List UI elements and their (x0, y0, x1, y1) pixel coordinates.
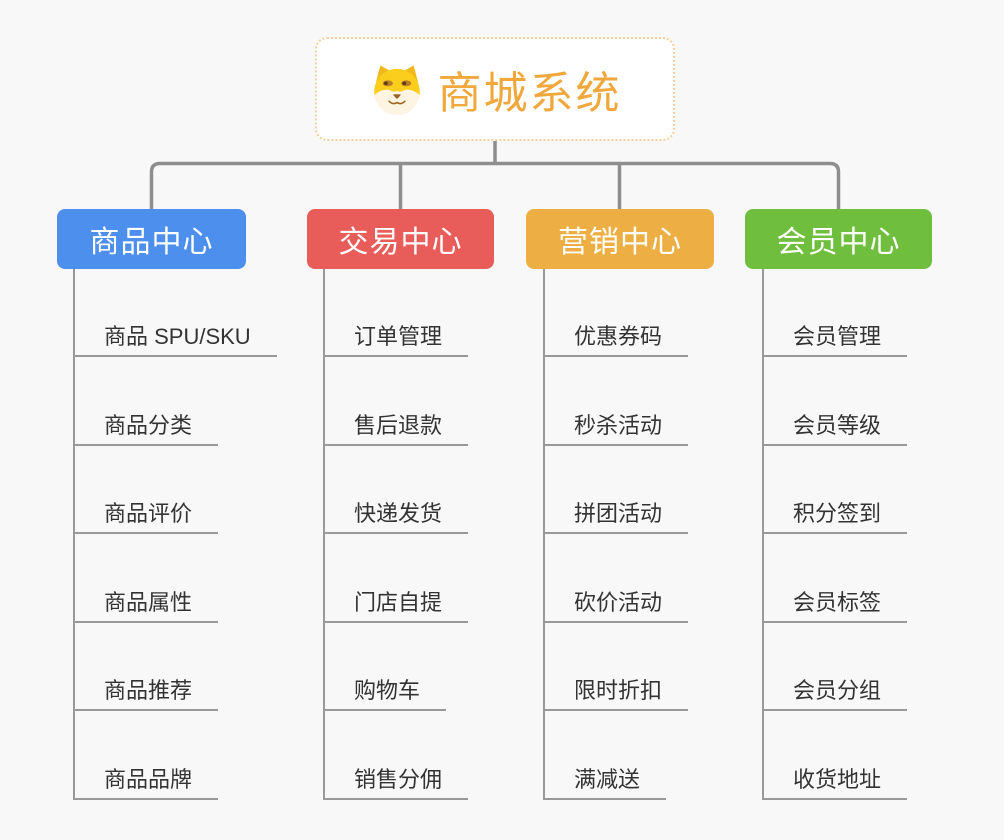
leaf-node[interactable]: 秒杀活动 (543, 408, 689, 446)
leaf-node[interactable]: 订单管理 (323, 319, 469, 357)
leaf-node[interactable]: 商品品牌 (73, 762, 219, 800)
leaf-node[interactable]: 商品属性 (73, 585, 219, 623)
root-title: 商城系统 (437, 69, 622, 118)
leaf-node[interactable]: 会员分组 (762, 673, 908, 711)
leaf-node[interactable]: 商品分类 (73, 408, 219, 446)
leaf-node[interactable]: 快递发货 (323, 496, 469, 534)
branch-header-trade-center[interactable]: 交易中心 (307, 209, 494, 269)
leaf-node[interactable]: 会员管理 (762, 319, 908, 357)
leaf-node[interactable]: 门店自提 (323, 585, 469, 623)
branch-header-marketing-center[interactable]: 营销中心 (526, 209, 714, 269)
leaf-node[interactable]: 销售分佣 (323, 762, 469, 800)
leaf-node[interactable]: 收货地址 (762, 762, 908, 800)
leaf-node[interactable]: 购物车 (323, 673, 447, 711)
branch-trunk-line (543, 269, 545, 800)
leaf-node[interactable]: 会员等级 (762, 408, 908, 446)
branch-header-product-center[interactable]: 商品中心 (57, 209, 246, 269)
leaf-node[interactable]: 售后退款 (323, 408, 469, 446)
root-node[interactable]: 商城系统 (315, 37, 675, 141)
leaf-node[interactable]: 商品推荐 (73, 673, 219, 711)
leaf-node[interactable]: 商品评价 (73, 496, 219, 534)
leaf-node[interactable]: 砍价活动 (543, 585, 689, 623)
leaf-node[interactable]: 会员标签 (762, 585, 908, 623)
dog-face-icon (369, 62, 425, 116)
leaf-node[interactable]: 满减送 (543, 762, 667, 800)
leaf-node[interactable]: 积分签到 (762, 496, 908, 534)
branch-trunk-line (323, 269, 325, 800)
leaf-node[interactable]: 限时折扣 (543, 673, 689, 711)
branch-trunk-line (73, 269, 75, 800)
leaf-node[interactable]: 优惠券码 (543, 319, 689, 357)
leaf-node[interactable]: 商品 SPU/SKU (73, 319, 277, 357)
leaf-node[interactable]: 拼团活动 (543, 496, 689, 534)
branch-trunk-line (762, 269, 764, 800)
branch-header-member-center[interactable]: 会员中心 (745, 209, 932, 269)
